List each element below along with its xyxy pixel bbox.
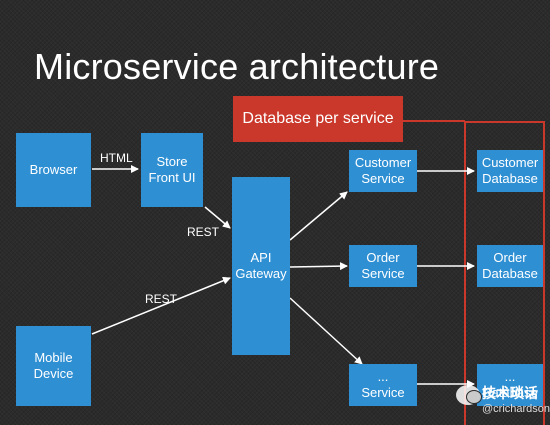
- order-database-node-label: Order Database: [482, 250, 538, 281]
- arrow-mobile-to-gateway: [91, 276, 231, 335]
- api-gateway-node-label: API Gateway: [235, 250, 287, 281]
- customer-database-node-label: Customer Database: [481, 155, 539, 186]
- arrow-gateway-to-customer: [289, 191, 348, 241]
- database-highlight-frame: [464, 121, 545, 425]
- browser-node-label: Browser: [29, 162, 78, 177]
- arrow-gateway-to-other: [289, 297, 363, 365]
- store-front-ui-node-label: Store Front UI: [148, 154, 196, 185]
- order-service-node-label: Order Service: [361, 250, 405, 281]
- highlight-connector: [403, 120, 465, 122]
- store-front-ui-node: Store Front UI: [141, 133, 203, 207]
- customer-service-node-label: Customer Service: [354, 155, 412, 186]
- other-service-node-label: ... Service: [361, 369, 405, 400]
- chat-bubble-icon: [456, 385, 482, 405]
- other-database-node-label: ... Database: [482, 369, 538, 400]
- customer-database-node: Customer Database: [477, 150, 543, 192]
- other-database-node: ... Database: [477, 364, 543, 406]
- order-database-node: Order Database: [477, 245, 543, 287]
- mobile-device-node: Mobile Device: [16, 326, 91, 406]
- edge-label-rest-store: REST: [187, 225, 220, 239]
- edge-label-rest-mobile: REST: [145, 292, 178, 306]
- arrow-store-to-gateway: [204, 206, 231, 229]
- arrow-gateway-to-order: [289, 262, 348, 271]
- slide-title: Microservice architecture: [34, 46, 440, 87]
- browser-node: Browser: [16, 133, 91, 207]
- other-service-node: ... Service: [349, 364, 417, 406]
- customer-service-node: Customer Service: [349, 150, 417, 192]
- watermark: 技术琐话 @crichardson: [456, 383, 550, 423]
- database-per-service-label: Database per service: [233, 96, 403, 142]
- edge-label-html: HTML: [100, 151, 133, 165]
- watermark-channel-name: 技术琐话: [482, 385, 538, 401]
- watermark-author: @crichardson: [482, 403, 550, 415]
- mobile-device-node-label: Mobile Device: [33, 350, 74, 381]
- order-service-node: Order Service: [349, 245, 417, 287]
- api-gateway-node: API Gateway: [232, 177, 290, 355]
